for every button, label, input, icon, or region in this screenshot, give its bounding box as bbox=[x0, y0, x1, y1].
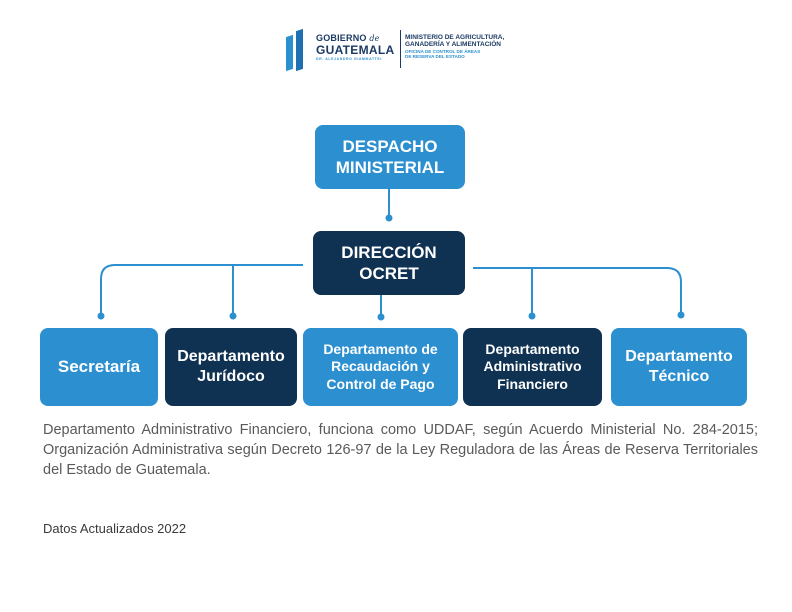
de-text: de bbox=[369, 34, 380, 43]
departamento-administrativo-box: Departamento Administrativo Financiero bbox=[463, 328, 602, 406]
connector-dot-direccion bbox=[385, 214, 393, 222]
connector-dot-recaudacion bbox=[377, 313, 385, 321]
oficina-line-2: DE RESERVA DEL ESTADO bbox=[405, 54, 465, 60]
secretaria-box: Secretaría bbox=[40, 328, 158, 406]
oficina-line-1: OFICINA DE CONTROL DE ÁREAS bbox=[405, 48, 481, 54]
ministerio-line-2: GANADERÍA Y ALIMENTACIÓN bbox=[405, 41, 501, 49]
direccion-ocret-box: DIRECCIÓN OCRET bbox=[313, 231, 465, 295]
gobierno-text: GOBIERNO bbox=[316, 33, 367, 43]
explanatory-note: Departamento Administrativo Financiero, … bbox=[43, 422, 758, 478]
despacho-ministerial-box: DESPACHO MINISTERIAL bbox=[315, 125, 465, 189]
departamento-recaudacion-box: Departamento de Recaudación y Control de… bbox=[303, 328, 458, 406]
connector-dot-juridico bbox=[229, 312, 237, 320]
connector-right bbox=[473, 267, 682, 314]
gobierno-guatemala-logo: GOBIERNO de GUATEMALA DR. ALEJANDRO GIAM… bbox=[316, 34, 394, 62]
connector-left bbox=[100, 264, 303, 316]
logo-divider bbox=[400, 30, 401, 68]
ministerio-line-1: MINISTERIO DE AGRICULTURA, bbox=[405, 34, 505, 41]
president-text: DR. ALEJANDRO GIAMMATTEI bbox=[316, 57, 382, 61]
connector-dot-administrativo bbox=[528, 312, 536, 320]
ministerio-logo-text: MINISTERIO DE AGRICULTURA, GANADERÍA Y A… bbox=[405, 34, 504, 60]
connector-dot-secretaria bbox=[97, 312, 105, 320]
data-updated-footer: Datos Actualizados 2022 bbox=[43, 521, 187, 536]
departamento-juridico-box: Departamento Jurídoco bbox=[165, 328, 297, 406]
departamento-tecnico-box: Departamento Técnico bbox=[611, 328, 747, 406]
guatemala-text: GUATEMALA bbox=[316, 43, 395, 57]
connector-dot-tecnico bbox=[677, 311, 685, 319]
